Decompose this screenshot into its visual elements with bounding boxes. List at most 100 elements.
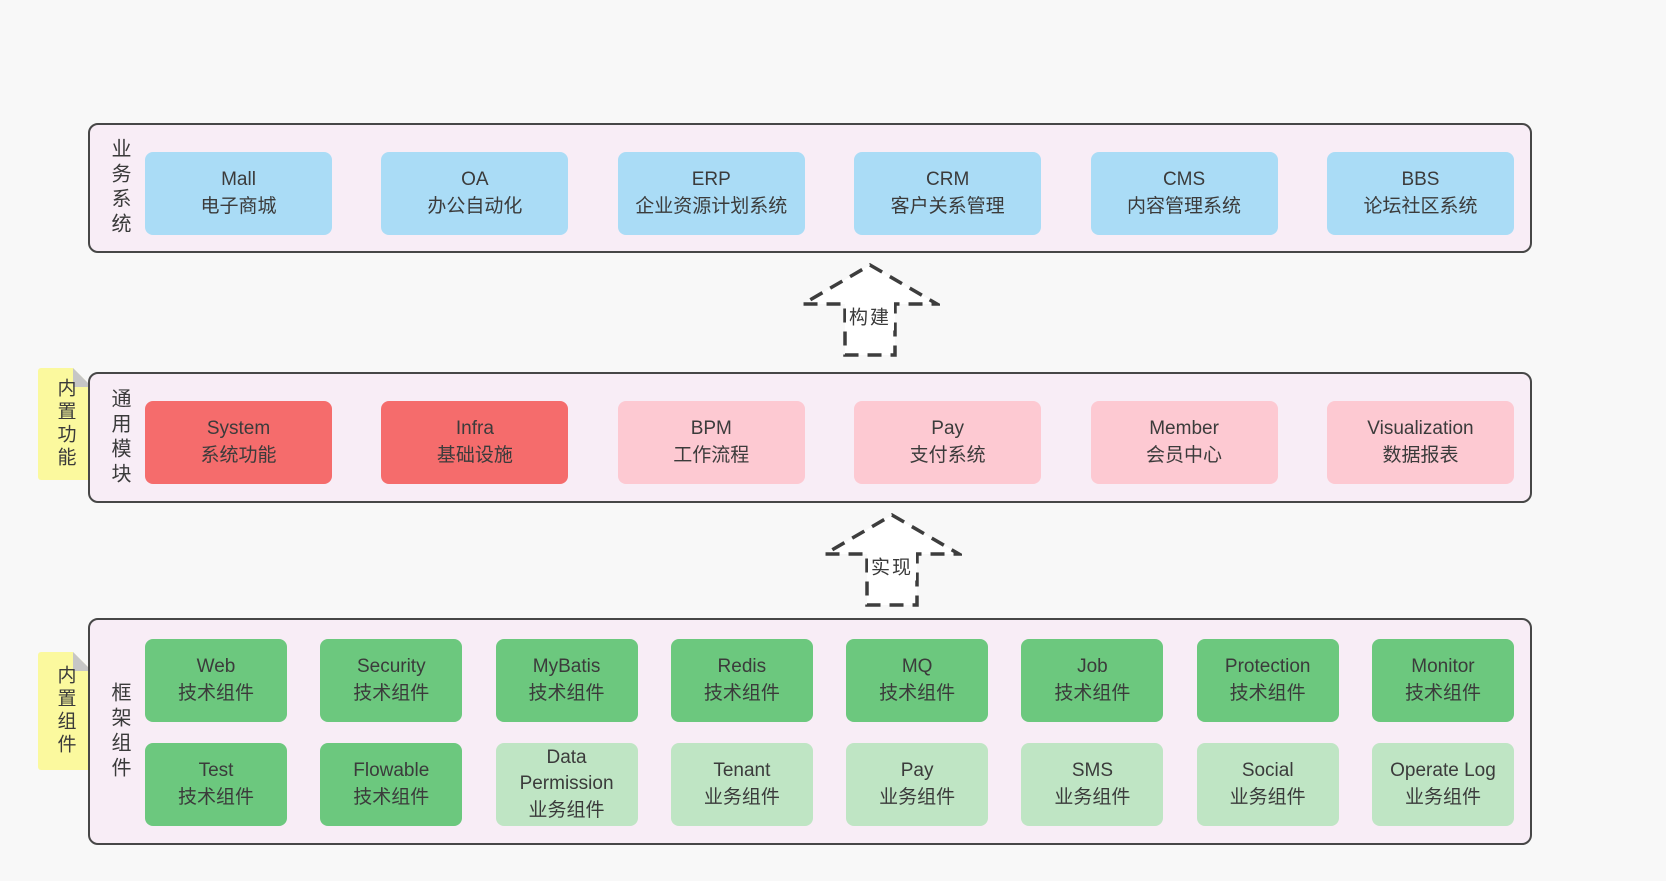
box-title: SMS: [1071, 760, 1113, 782]
box-mybatis: MyBatis 技术组件: [495, 639, 638, 722]
box-subtitle: 数据报表: [1382, 444, 1459, 466]
box-title: Visualization: [1367, 418, 1474, 440]
box-subtitle: 内容管理系统: [1127, 195, 1242, 217]
box-title: Web: [196, 656, 236, 678]
box-monitor: Monitor 技术组件: [1371, 639, 1514, 722]
box-title: Infra: [455, 418, 494, 440]
box-subtitle: 论坛社区系统: [1363, 195, 1478, 217]
box-subtitle: 技术组件: [177, 786, 254, 808]
box-oa: OA 办公自动化: [381, 152, 569, 235]
box-mall: Mall 电子商城: [145, 152, 332, 235]
tab-built-in-components-label: 内置组件: [54, 665, 76, 757]
box-flowable: Flowable 技术组件: [320, 743, 463, 826]
box-operate-log: Operate Log 业务组件: [1371, 743, 1514, 826]
layer-common-modules: 通用模块 System 系统功能 Infra 基础设施 BPM 工作流程 Pay…: [88, 372, 1532, 503]
box-title: Flowable: [353, 760, 430, 782]
box-tenant: Tenant 业务组件: [670, 743, 813, 826]
box-security: Security 技术组件: [320, 639, 463, 722]
box-title: BBS: [1401, 169, 1440, 191]
box-member: Member 会员中心: [1090, 401, 1278, 484]
layer-business-systems: 业务系统 Mall 电子商城 OA 办公自动化 ERP 企业资源计划系统 CRM…: [88, 123, 1532, 253]
arrow-implement-label: 实现: [867, 551, 917, 581]
box-bpm: BPM 工作流程: [617, 401, 805, 484]
box-subtitle: 业务组件: [1404, 786, 1481, 808]
box-subtitle: 支付系统: [909, 444, 986, 466]
box-title: Operate Log: [1390, 760, 1496, 782]
box-web: Web 技术组件: [145, 639, 287, 722]
box-data-permission: Data Permission 业务组件: [495, 743, 638, 826]
layer-framework-components: 框架组件 Web 技术组件 Security 技术组件 MyBatis 技术组件…: [88, 618, 1532, 845]
box-title: Security: [356, 656, 426, 678]
box-subtitle: 工作流程: [673, 444, 750, 466]
box-subtitle: 业务组件: [1054, 786, 1131, 808]
box-title: Tenant: [713, 760, 771, 782]
box-crm: CRM 客户关系管理: [854, 152, 1042, 235]
box-subtitle: 企业资源计划系统: [635, 195, 788, 217]
box-test: Test 技术组件: [145, 743, 287, 826]
tab-built-in-components: 内置组件: [38, 652, 92, 770]
box-title: ERP: [691, 169, 731, 191]
box-title: Mall: [221, 169, 256, 191]
box-infra: Infra 基础设施: [381, 401, 569, 484]
box-title: CMS: [1162, 169, 1206, 191]
box-title: Monitor: [1411, 656, 1475, 678]
layer-label-business-systems: 业务系统: [108, 138, 130, 238]
box-title: BPM: [690, 418, 732, 440]
layer-label-common-modules: 通用模块: [108, 387, 130, 488]
box-subtitle: 基础设施: [436, 444, 513, 466]
box-subtitle: 系统功能: [200, 444, 277, 466]
box-system: System 系统功能: [145, 401, 332, 484]
framework-components-row-1: Web 技术组件 Security 技术组件 MyBatis 技术组件 Redi…: [145, 639, 1514, 722]
box-subtitle: 技术组件: [1054, 682, 1131, 704]
box-title: Pay: [900, 760, 934, 782]
box-subtitle: 技术组件: [1229, 682, 1306, 704]
box-title: Test: [198, 760, 234, 782]
box-subtitle: 业务组件: [879, 786, 956, 808]
box-visualization: Visualization 数据报表: [1326, 401, 1514, 484]
box-title: Pay: [931, 418, 965, 440]
box-title: Member: [1149, 418, 1219, 440]
arrow-build: 构建: [800, 262, 940, 358]
box-protection: Protection 技术组件: [1196, 639, 1339, 722]
tab-built-in-features: 内置功能: [38, 368, 92, 480]
box-subtitle: 技术组件: [1404, 682, 1481, 704]
box-title: MQ: [901, 656, 933, 678]
box-subtitle: 技术组件: [528, 682, 605, 704]
box-pay-component: Pay 业务组件: [846, 743, 989, 826]
box-pay-module: Pay 支付系统: [854, 401, 1042, 484]
common-modules-row: System 系统功能 Infra 基础设施 BPM 工作流程 Pay 支付系统…: [145, 401, 1514, 484]
box-title: Data Permission: [519, 747, 614, 795]
box-subtitle: 办公自动化: [427, 195, 523, 217]
box-title: MyBatis: [532, 656, 601, 678]
box-mq: MQ 技术组件: [846, 639, 989, 722]
arrow-build-label: 构建: [845, 301, 895, 331]
framework-components-row-2: Test 技术组件 Flowable 技术组件 Data Permission …: [145, 743, 1514, 826]
box-subtitle: 电子商城: [200, 195, 277, 217]
layer-label-framework-components: 框架组件: [108, 681, 130, 782]
arrow-implement: 实现: [822, 512, 962, 608]
box-subtitle: 技术组件: [879, 682, 956, 704]
box-bbs: BBS 论坛社区系统: [1326, 152, 1514, 235]
box-job: Job 技术组件: [1021, 639, 1164, 722]
box-subtitle: 业务组件: [1229, 786, 1306, 808]
box-subtitle: 会员中心: [1146, 444, 1223, 466]
box-subtitle: 客户关系管理: [890, 195, 1005, 217]
box-title: Job: [1077, 656, 1108, 678]
box-erp: ERP 企业资源计划系统: [617, 152, 805, 235]
box-cms: CMS 内容管理系统: [1090, 152, 1278, 235]
box-title: OA: [461, 169, 489, 191]
box-subtitle: 技术组件: [177, 682, 254, 704]
business-systems-row: Mall 电子商城 OA 办公自动化 ERP 企业资源计划系统 CRM 客户关系…: [145, 152, 1514, 235]
box-subtitle: 技术组件: [353, 786, 430, 808]
box-subtitle: 技术组件: [353, 682, 430, 704]
box-title: Redis: [717, 656, 767, 678]
box-social: Social 业务组件: [1196, 743, 1339, 826]
tab-built-in-features-label: 内置功能: [54, 378, 76, 470]
box-title: Protection: [1224, 656, 1311, 678]
box-subtitle: 业务组件: [703, 786, 780, 808]
box-subtitle: 技术组件: [703, 682, 780, 704]
box-title: CRM: [926, 169, 970, 191]
box-subtitle: 业务组件: [528, 799, 605, 821]
box-redis: Redis 技术组件: [670, 639, 813, 722]
